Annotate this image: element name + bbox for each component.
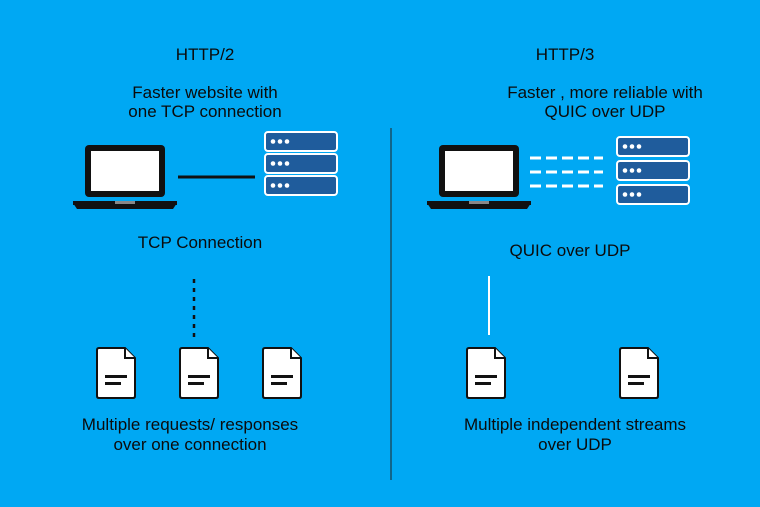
- laptop-icon: [427, 145, 531, 209]
- http2-caption-line2: over one connection: [113, 435, 267, 454]
- http2-title: HTTP/2: [175, 45, 235, 64]
- http3-title: HTTP/3: [535, 45, 595, 64]
- quic-connection-label: QUIC over UDP: [509, 241, 631, 260]
- laptop-icon: [73, 145, 177, 209]
- document-icon: [179, 347, 219, 399]
- http3-subtitle-line2: QUIC over UDP: [544, 102, 666, 121]
- http2-subtitle-line2: one TCP connection: [128, 102, 282, 121]
- server-stack-icon: [264, 131, 338, 196]
- http2-caption-line1: Multiple requests/ responses: [81, 415, 299, 434]
- quic-stream-lines: [530, 156, 603, 188]
- http3-subtitle-line1: Faster , more reliable with: [507, 83, 703, 102]
- document-icon: [466, 347, 506, 399]
- document-icon: [619, 347, 659, 399]
- document-icon: [96, 347, 136, 399]
- http3-caption-line2: over UDP: [538, 435, 612, 454]
- server-stack-icon: [616, 136, 690, 205]
- tcp-connection-label: TCP Connection: [137, 233, 263, 252]
- document-icon: [262, 347, 302, 399]
- http2-subtitle-line1: Faster website with: [132, 83, 278, 102]
- http3-caption-line1: Multiple independent streams: [463, 415, 687, 434]
